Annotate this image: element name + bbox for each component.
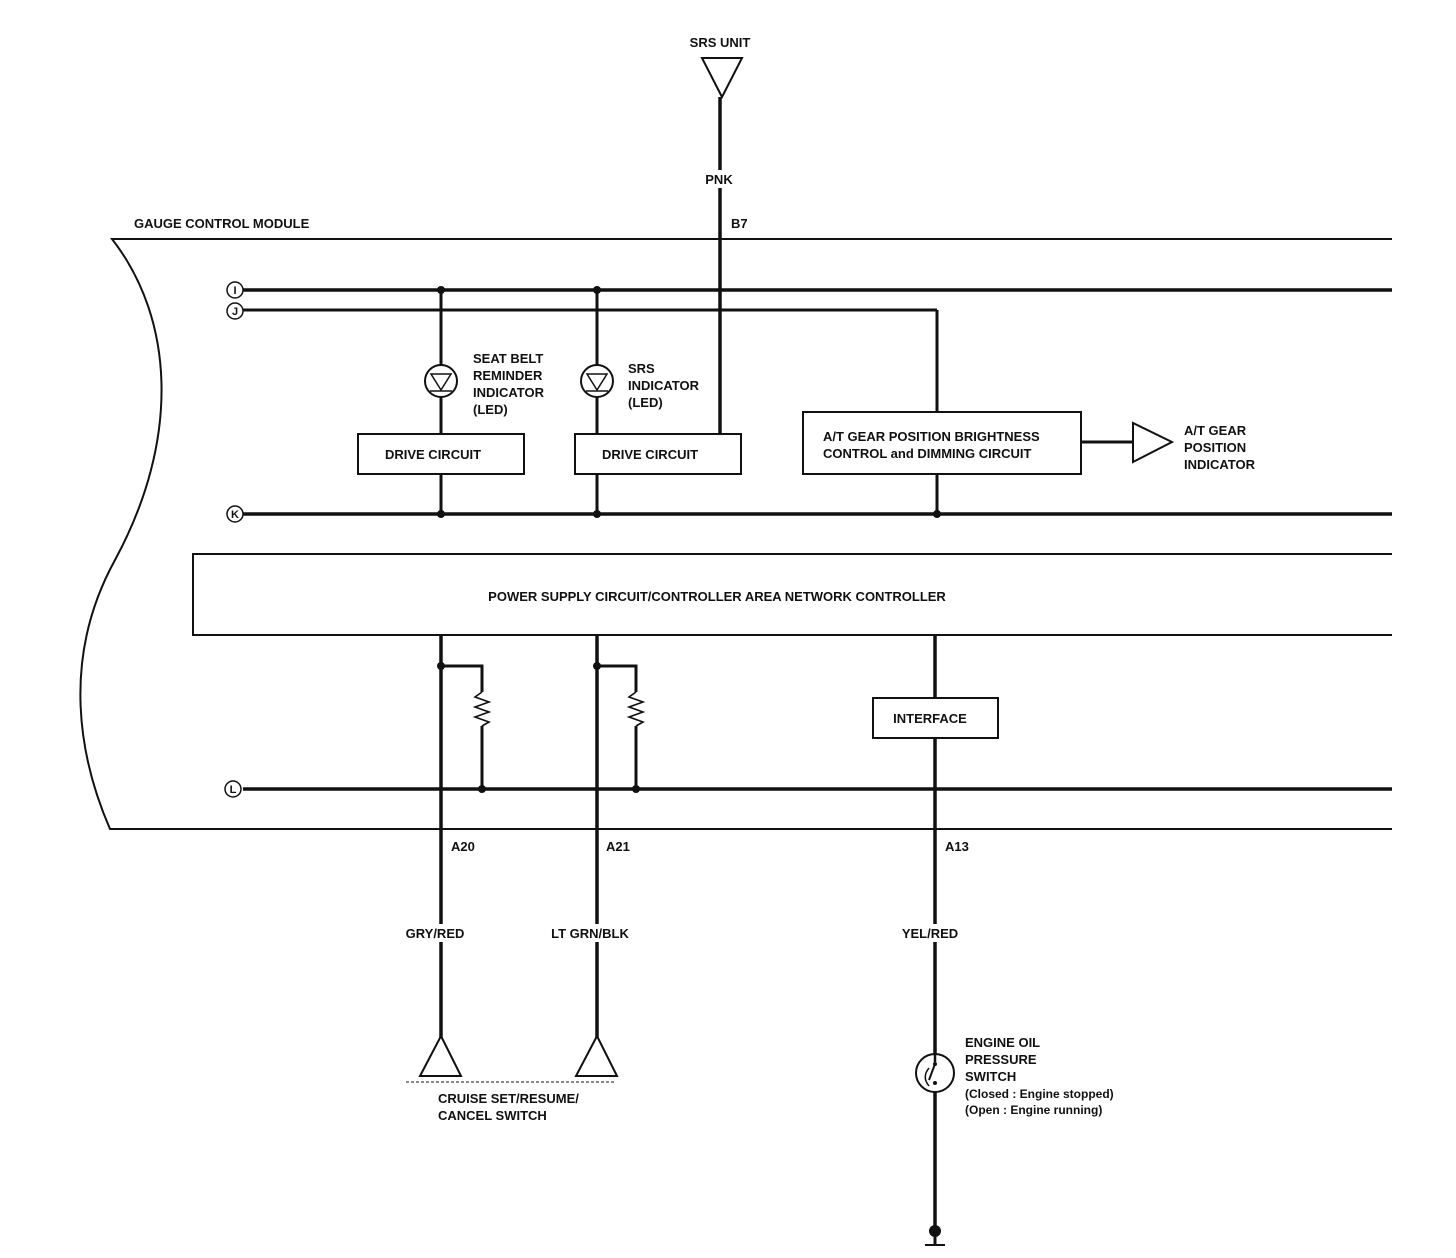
cruise-switch-line-2: CANCEL SWITCH — [438, 1108, 547, 1123]
triangle-connector-icon — [574, 1033, 619, 1077]
svg-text:J: J — [232, 306, 238, 318]
node-l: L — [224, 780, 242, 798]
module-title: GAUGE CONTROL MODULE — [134, 216, 310, 231]
triangle-connector-icon — [418, 1033, 463, 1077]
srs-indicator-line-1: SRS — [628, 361, 655, 376]
srs-wire-color: PNK — [705, 172, 733, 187]
resistor-icon — [472, 691, 492, 727]
oil-switch-line-4: (Closed : Engine stopped) — [965, 1087, 1114, 1101]
svg-text:K: K — [231, 509, 239, 521]
oil-switch-line-2: PRESSURE — [965, 1052, 1037, 1067]
oil-switch-line-3: SWITCH — [965, 1069, 1016, 1084]
srs-unit-connector-icon — [700, 57, 744, 100]
oil-switch-line-5: (Open : Engine running) — [965, 1103, 1102, 1117]
pnk-label-bg — [698, 170, 742, 188]
module-outline — [79, 238, 1392, 830]
svg-text:L: L — [230, 784, 237, 796]
gear-indicator-line-1: A/T GEAR — [1184, 423, 1247, 438]
gear-control-line-1: A/T GEAR POSITION BRIGHTNESS — [823, 429, 1040, 444]
pin-a13: A13 — [945, 839, 969, 854]
drive-circuit-2 — [574, 433, 742, 475]
ground-icon — [925, 1225, 945, 1246]
power-supply-box — [192, 553, 1392, 636]
pin-b7: B7 — [731, 216, 748, 231]
pressure-switch-icon — [915, 1053, 955, 1093]
drive-circuit-1-label: DRIVE CIRCUIT — [385, 447, 481, 462]
wire-lt-grn-blk: LT GRN/BLK — [551, 926, 629, 941]
led-icon — [580, 364, 614, 398]
drive-circuit-1 — [357, 433, 525, 475]
pin-a20: A20 — [451, 839, 475, 854]
a21-resistor-lead — [597, 664, 638, 692]
node-k: K — [226, 505, 244, 523]
wire-yel-red: YEL/RED — [902, 926, 958, 941]
srs-indicator-line-2: INDICATOR — [628, 378, 700, 393]
wire-label-bg — [400, 924, 470, 942]
interface-label: INTERFACE — [893, 711, 967, 726]
a20-resistor-lead — [441, 664, 484, 692]
node-j: J — [226, 302, 244, 320]
cruise-switch-line-1: CRUISE SET/RESUME/ — [438, 1091, 579, 1106]
gear-indicator-line-2: POSITION — [1184, 440, 1246, 455]
seat-belt-indicator-line-3: INDICATOR — [473, 385, 545, 400]
interface-box — [872, 697, 999, 739]
power-supply-label: POWER SUPPLY CIRCUIT/CONTROLLER AREA NET… — [488, 589, 946, 604]
gear-control-box — [802, 411, 1082, 475]
seat-belt-indicator-line-2: REMINDER — [473, 368, 543, 383]
wire-gry-red: GRY/RED — [406, 926, 465, 941]
oil-switch-line-1: ENGINE OIL — [965, 1035, 1040, 1050]
led-icon — [424, 364, 458, 398]
gear-control-line-2: CONTROL and DIMMING CIRCUIT — [823, 446, 1032, 461]
pin-a21: A21 — [606, 839, 630, 854]
node-i: I — [226, 281, 244, 299]
svg-text:I: I — [233, 285, 236, 297]
seat-belt-indicator-line-1: SEAT BELT — [473, 351, 543, 366]
junction-dot-icon — [437, 662, 640, 793]
seat-belt-indicator-line-4: (LED) — [473, 402, 508, 417]
wire-label-bg — [548, 924, 632, 942]
drive-circuit-2-label: DRIVE CIRCUIT — [602, 447, 698, 462]
gear-indicator-connector-icon — [1132, 421, 1175, 464]
wire-label-bg — [898, 924, 964, 942]
srs-indicator-line-3: (LED) — [628, 395, 663, 410]
srs-unit-label: SRS UNIT — [690, 35, 751, 50]
junction-dot-icon — [437, 286, 941, 518]
gear-indicator-line-3: INDICATOR — [1184, 457, 1256, 472]
resistor-icon — [626, 691, 646, 727]
